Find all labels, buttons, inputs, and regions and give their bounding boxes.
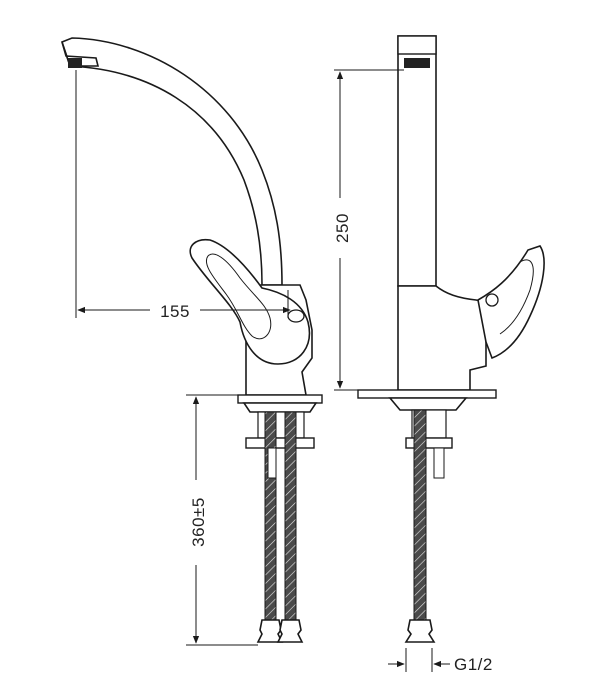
spout-front	[61, 37, 283, 286]
aerator-side	[404, 58, 430, 68]
lever-handle-side	[477, 245, 545, 360]
mount-flange-front	[242, 402, 318, 413]
hose-fitting-left	[256, 619, 284, 643]
lever-handle-front	[189, 238, 311, 365]
front-view	[61, 37, 323, 643]
side-view	[357, 35, 545, 643]
base-plate-front	[237, 394, 323, 404]
dimension-thread: G1/2	[388, 648, 493, 674]
lever-slot	[206, 253, 272, 340]
clamp-nut-side	[405, 437, 453, 449]
dimension-label-spout-reach: 155	[160, 302, 190, 321]
lever-pivot-side	[485, 293, 499, 307]
dimension-label-thread: G1/2	[454, 655, 493, 674]
dimension-label-height: 250	[333, 213, 352, 243]
hose-right-front	[284, 411, 297, 621]
dimension-hose-length: 360±5	[186, 394, 258, 646]
dimension-spout-reach: 155	[75, 70, 291, 321]
dimension-height: 250	[333, 69, 404, 391]
hose-fitting-right	[276, 619, 304, 643]
aerator	[68, 58, 82, 68]
clamp-nut-front	[245, 437, 315, 449]
spout-top-side	[397, 35, 437, 55]
mount-flange-side	[388, 397, 468, 411]
hose-left-front	[264, 411, 277, 621]
lever-inner-side	[499, 259, 534, 335]
lever-cap	[287, 309, 305, 323]
threaded-stud-side	[433, 447, 445, 479]
base-plate-side	[357, 389, 497, 399]
hose-side	[413, 409, 427, 621]
threaded-stud-front	[267, 447, 277, 479]
spout-column-side	[397, 35, 437, 287]
hose-fitting-side	[404, 619, 436, 643]
faucet-body-side	[397, 285, 487, 391]
dimension-label-hose-length: 360±5	[189, 497, 208, 547]
